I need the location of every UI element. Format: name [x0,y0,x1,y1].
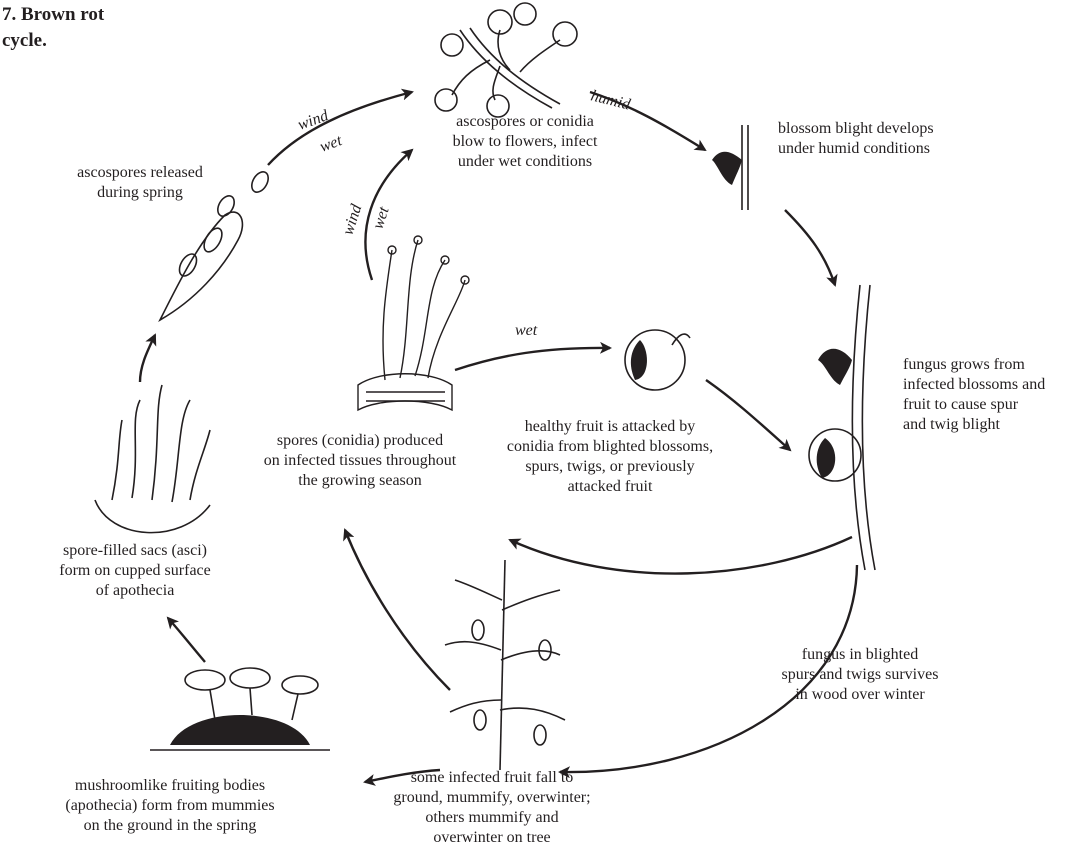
label-infected-fruit-fall: some infected fruit fall to ground, mumm… [362,768,622,848]
label-spore-filled-sacs: spore-filled sacs (asci) form on cupped … [30,541,240,601]
arrow-blight-to-spur [785,210,835,285]
label-blossom-blight: blossom blight develops under humid cond… [778,119,978,159]
apothecia-on-mummy-illustration [150,668,330,750]
cue-wind-left: wind [340,201,366,237]
cue-humid: humid [589,87,633,113]
cue-wet-left: wet [370,204,393,231]
label-healthy-fruit-attacked: healthy fruit is attacked by conidia fro… [485,417,735,497]
conidia-on-tissue-illustration [358,236,469,410]
arrow-ascospores-to-flowers [268,92,412,165]
arrow-asci-to-ascospores [140,335,155,382]
blighted-blossom-illustration [712,125,748,210]
attacked-fruit-illustration [625,330,690,390]
tree-with-mummies-illustration [445,560,565,770]
label-spores-produced: spores (conidia) produced on infected ti… [240,431,480,491]
cue-wet-middle: wet [515,322,538,339]
arrow-apothecia-to-asci [168,618,205,662]
label-mushroomlike-bodies: mushroomlike fruiting bodies (apothecia)… [20,776,320,836]
flowering-branch-illustration [435,3,577,117]
label-ascospores-released: ascospores released during spring [50,163,230,203]
label-ascospores-blow-to-flowers: ascospores or conidia blow to flowers, i… [420,112,630,172]
cue-wet-top: wet [318,132,345,156]
infected-spur-illustration [809,285,875,570]
arrow-spur-to-spores [510,537,852,574]
asci-on-apothecium-illustration [95,385,210,533]
arrow-conidia-to-fruit [455,348,610,370]
label-fungus-survives: fungus in blighted spurs and twigs survi… [745,645,975,705]
label-fungus-grows: fungus grows from infected blossoms and … [903,355,1073,435]
arrow-tree-to-spores [345,530,450,690]
